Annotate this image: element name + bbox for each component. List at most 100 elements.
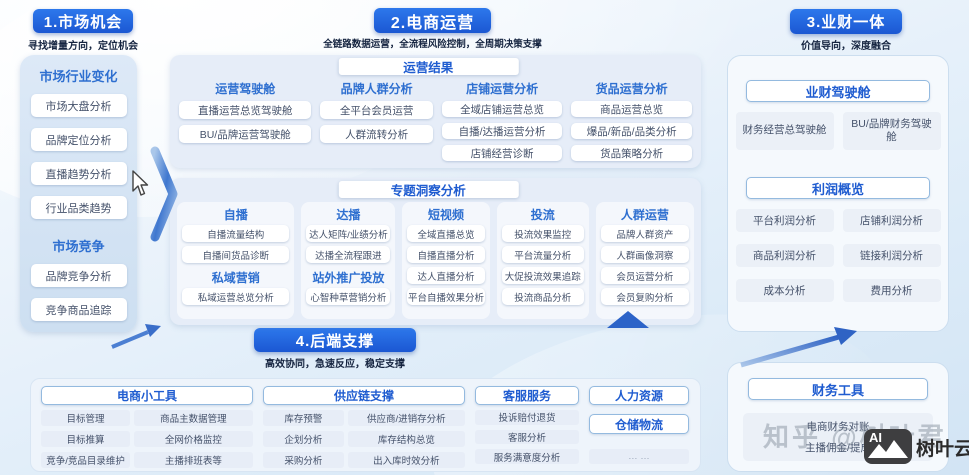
backend-area-hr-warehouse: 人力资源 仓储物流 … … bbox=[589, 386, 689, 464]
diagram-item: 链接利润分析 bbox=[842, 244, 941, 267]
diagram-item: 全域店铺运营总览 bbox=[441, 101, 563, 117]
finance-tools-panel: 财务工具 电商财务对账 主播佣金/提成 bbox=[727, 362, 949, 472]
diagram-item: 达人矩阵/业绩分析 bbox=[306, 225, 391, 242]
boxed-title: 供应链支撑 bbox=[263, 386, 465, 405]
diagram-item: 平台利润分析 bbox=[735, 209, 834, 232]
column-title: 达播 bbox=[336, 208, 361, 222]
diagram-item: 直播运营总览驾驶舱 bbox=[179, 101, 312, 119]
insight-subpanel: 达播 达人矩阵/业绩分析 达播全流程跟进 站外推广投放 心智种草营销分析 bbox=[301, 202, 396, 319]
operation-result-panel: 运营结果 运营驾驶舱 直播运营总览驾驶舱 BU/品牌运营驾驶舱 品牌人群分析 全… bbox=[170, 55, 701, 168]
finance-panel: 业财驾驶舱 财务经营总驾驶舱 BU/品牌财务驾驶舱 利润概览 平台利润分析 店铺… bbox=[727, 55, 949, 332]
insight-subpanel: 短视频 全域直播总览 自播直播分析 达人直播分析 平台自播效果分析 bbox=[402, 202, 490, 319]
diagram-item: 自播间货品诊断 bbox=[182, 246, 290, 263]
column-title: 人群运营 bbox=[620, 208, 669, 222]
diagram-item: 服务满意度分析 bbox=[475, 449, 579, 465]
boxed-title: 财务工具 bbox=[748, 378, 928, 400]
diagram-item: 会员运营分析 bbox=[600, 267, 689, 284]
insight-subpanel: 自播 自播流量结构 自播间货品诊断 私域营销 私域运营总览分析 bbox=[177, 202, 295, 319]
diagram-item: 爆品/新品/品类分析 bbox=[571, 123, 692, 139]
column-title: 投流 bbox=[530, 208, 555, 222]
diagram-item: 品牌定位分析 bbox=[30, 128, 127, 151]
diagram-item: 平台自播效果分析 bbox=[407, 288, 485, 305]
boxed-title: 电商小工具 bbox=[41, 386, 253, 405]
diagram-item: 采购分析 bbox=[263, 452, 344, 468]
diagram-item: 费用分析 bbox=[842, 279, 941, 302]
diagram-item: 全平台会员运营 bbox=[320, 101, 433, 119]
market-panel: 市场行业变化 市场大盘分析 品牌定位分析 直播趋势分析 行业品类趋势 市场竞争 … bbox=[20, 55, 137, 332]
diagram-item: 会员复购分析 bbox=[600, 288, 689, 305]
column-title: 站外推广投放 bbox=[312, 271, 385, 285]
boxed-title: 利润概览 bbox=[746, 177, 930, 199]
more-placeholder: … … bbox=[589, 449, 689, 464]
backend-area-service: 客服服务 投诉赔付退货 客服分析 服务满意度分析 bbox=[475, 386, 579, 465]
result-column: 货品运营分析 商品运营总览 爆品/新品/品类分析 货品策略分析 bbox=[571, 80, 692, 161]
diagram-item: 企划分析 bbox=[263, 431, 344, 447]
backend-area-supply: 供应链支撑 库存预警 供应商/进销存分析 企划分析 库存结构总览 采购分析 出入… bbox=[263, 386, 465, 468]
diagram-item: 投流效果监控 bbox=[501, 225, 584, 242]
column-title: 短视频 bbox=[427, 208, 464, 222]
insight-panel: 专题洞察分析 自播 自播流量结构 自播间货品诊断 私域营销 私域运营总览分析 达… bbox=[170, 178, 701, 325]
boxed-title: 人力资源 bbox=[589, 386, 689, 405]
diagram-item: 商品运营总览 bbox=[571, 101, 692, 117]
diagram-item: 品牌竞争分析 bbox=[30, 264, 127, 287]
boxed-title: 客服服务 bbox=[475, 386, 579, 405]
diagram-item: 货品策略分析 bbox=[571, 145, 692, 161]
diagram-item: 出入库时效分析 bbox=[347, 452, 465, 468]
column-title: 货品运营分析 bbox=[595, 82, 668, 96]
diagram-item: 达播全流程跟进 bbox=[306, 246, 391, 263]
backend-panel: 电商小工具 目标管理 商品主数据管理 目标推算 全网价格监控 竞争/竞品目录维护… bbox=[30, 378, 701, 472]
section-pill-backend: 4.后端支撑 bbox=[254, 328, 416, 352]
diagram-item: 竞争/竞品目录维护 bbox=[41, 452, 131, 468]
panel-tab: 运营结果 bbox=[338, 58, 519, 75]
diagram-item: 全域直播总览 bbox=[407, 225, 485, 242]
backend-area-tools: 电商小工具 目标管理 商品主数据管理 目标推算 全网价格监控 竞争/竞品目录维护… bbox=[41, 386, 253, 468]
panel-tab: 专题洞察分析 bbox=[338, 181, 519, 198]
ai-image-badge: AI bbox=[864, 429, 912, 464]
diagram-item: 自播直播分析 bbox=[407, 246, 485, 263]
finance-subtitle: 价值导向，深度融合 bbox=[801, 41, 891, 52]
ai-badge-label: AI bbox=[869, 430, 882, 445]
insight-subpanel: 投流 投流效果监控 平台流量分析 大促投流效果追踪 投流商品分析 bbox=[496, 202, 589, 319]
diagram-item: 自播/达播运营分析 bbox=[441, 123, 563, 139]
column-title: 品牌人群分析 bbox=[340, 82, 413, 96]
diagram-item: 全网价格监控 bbox=[134, 431, 253, 447]
column-title: 自播 bbox=[223, 208, 248, 222]
diagram-item: 供应商/进销存分析 bbox=[347, 410, 465, 426]
diagram-item: 私域运营总览分析 bbox=[182, 288, 290, 305]
group-title: 市场行业变化 bbox=[39, 69, 118, 84]
column-title: 店铺运营分析 bbox=[466, 82, 539, 96]
backend-subtitle: 高效协同，急速反应，稳定支撑 bbox=[265, 359, 405, 370]
column-title: 私域营销 bbox=[211, 271, 260, 285]
insight-subpanel: 人群运营 品牌人群资产 人群画像洞察 会员运营分析 会员复购分析 bbox=[595, 202, 694, 319]
diagram-item: 心智种草营销分析 bbox=[306, 288, 391, 305]
diagram-item: 人群流转分析 bbox=[320, 125, 433, 143]
diagram-item: BU/品牌财务驾驶舱 bbox=[842, 112, 941, 150]
result-column: 店铺运营分析 全域店铺运营总览 自播/达播运营分析 店铺经营诊断 bbox=[441, 80, 563, 161]
mountain-photo-icon bbox=[868, 440, 908, 458]
section-pill-ecommerce: 2.电商运营 bbox=[374, 8, 491, 33]
diagram-item: 自播流量结构 bbox=[182, 225, 290, 242]
diagram-item: 店铺经营诊断 bbox=[441, 145, 563, 161]
result-column: 运营驾驶舱 直播运营总览驾驶舱 BU/品牌运营驾驶舱 bbox=[179, 80, 312, 161]
diagram-item: 人群画像洞察 bbox=[600, 246, 689, 263]
triangle-up-arrow-icon bbox=[607, 311, 649, 328]
diagram-item: 主播佣金/提成 bbox=[805, 442, 871, 454]
column-title: 运营驾驶舱 bbox=[215, 82, 276, 96]
boxed-title: 业财驾驶舱 bbox=[746, 80, 930, 102]
diagram-item: 商品利润分析 bbox=[735, 244, 834, 267]
diagram-item: 竞争商品追踪 bbox=[30, 298, 127, 321]
diagram-item: 市场大盘分析 bbox=[30, 94, 127, 117]
diagram-item: 目标推算 bbox=[41, 431, 131, 447]
ecommerce-subtitle: 全链路数据运营，全流程风险控制，全周期决策支撑 bbox=[323, 39, 542, 50]
group-title: 市场竞争 bbox=[52, 239, 105, 254]
diagram-item: 行业品类趋势 bbox=[30, 196, 127, 219]
result-column: 品牌人群分析 全平台会员运营 人群流转分析 bbox=[320, 80, 433, 161]
boxed-title: 仓储物流 bbox=[589, 414, 689, 435]
diagram-item: 库存预警 bbox=[263, 410, 344, 426]
watermark-text: 知乎 @树叶君 bbox=[763, 422, 947, 452]
diagram-item: 投诉赔付退货 bbox=[475, 410, 579, 425]
brand-name: 树叶云 bbox=[916, 439, 969, 460]
diagram-item: 大促投流效果追踪 bbox=[501, 267, 584, 284]
diagram-item: 电商财务对账 bbox=[806, 421, 870, 433]
market-subtitle: 寻找增量方向，定位机会 bbox=[28, 41, 138, 52]
